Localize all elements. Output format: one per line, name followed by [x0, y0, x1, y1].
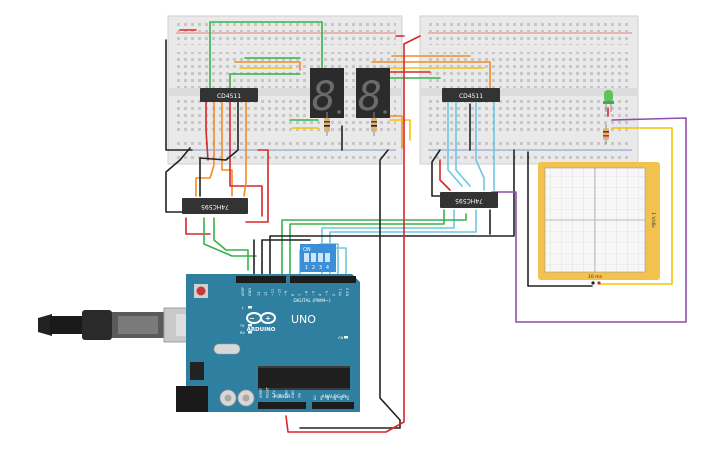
usb-cable	[38, 307, 201, 343]
power-pin-label-6: Vin	[297, 393, 301, 398]
arduino-logo: − +	[246, 312, 276, 324]
on-led-label: ON	[338, 336, 344, 340]
shift-register-right: 74HC595	[440, 192, 498, 208]
arduino-brand: ARDUINO	[247, 327, 276, 333]
power-header-label: POWER	[274, 394, 291, 400]
resistor-led	[603, 124, 609, 144]
dip-position-4: 4	[326, 265, 329, 271]
dip-position-3: 3	[319, 265, 322, 271]
analog-pin-label-2: A2	[326, 396, 330, 400]
shift-left-label: 74HC595	[201, 203, 229, 210]
green-led	[603, 90, 614, 112]
seven-segment-left: 8	[310, 68, 344, 120]
svg-text:+: +	[265, 315, 271, 323]
digital-pin-label-12: TX 1	[339, 288, 343, 297]
digital-pin-label-4: ~9	[284, 291, 288, 296]
seven-segment-right: 8	[356, 68, 390, 120]
analog-pin-label-3: A3	[333, 396, 337, 400]
dip-switch[interactable]: ON 1 2 3 4	[300, 244, 336, 272]
svg-text:−: −	[249, 315, 255, 323]
decoder-left-label: CD4511	[217, 93, 241, 100]
digital-pin-label-3: ~10	[277, 289, 281, 296]
digital-pin-label-11: 2	[332, 294, 336, 296]
breadboard-right	[419, 15, 639, 165]
power-pin-label-3: 5V	[278, 393, 282, 398]
arduino-uno-board: − + ARDUINO UNO L TX RX ON DIGITAL (PWM~…	[176, 274, 360, 412]
digital-pin-label-1: 12	[264, 292, 268, 296]
dip-position-1: 1	[305, 265, 308, 271]
digital-pin-label-6: 7	[298, 294, 302, 296]
dip-toggles[interactable]	[304, 253, 330, 262]
gnd-label: GND	[248, 288, 252, 296]
power-pin-label-2: 3.3V	[272, 390, 276, 398]
shift-right-label: 74HC595	[455, 197, 483, 204]
wires	[165, 21, 687, 433]
analog-pin-label-1: A1	[320, 396, 324, 400]
oscilloscope: 1 V/div 10 ms	[538, 162, 660, 285]
decoder-right-label: CD4511	[459, 93, 483, 100]
aref-label: AREF	[241, 287, 245, 296]
digital-pin-label-7: ~6	[305, 291, 309, 296]
digital-pin-label-13: RX 0	[345, 288, 349, 296]
analog-header-label: ANALOG IN	[321, 394, 346, 400]
analog-pin-label-5: A5	[346, 396, 350, 400]
resistor-right	[371, 112, 377, 136]
digital-pin-label-2: ~11	[271, 289, 275, 296]
scope-y-label: 1 V/div	[650, 212, 656, 228]
power-pin-label-4: GND	[285, 390, 289, 398]
tx-led-label: TX	[239, 324, 245, 328]
right-digit-value: 8	[358, 74, 382, 120]
left-digit-value: 8	[312, 74, 336, 120]
power-pin-label-0: IOREF	[259, 388, 263, 398]
power-pin-label-1: RESET	[265, 386, 269, 398]
arduino-model: UNO	[291, 313, 316, 326]
digital-header-label: DIGITAL (PWM~)	[293, 298, 331, 304]
resistor-left	[324, 112, 330, 136]
digital-pin-label-5: 8	[291, 294, 295, 296]
digital-pin-label-10: ~3	[325, 291, 329, 296]
digital-pin-label-8: ~5	[311, 291, 315, 296]
shift-register-left: 74HC595	[182, 198, 248, 214]
digital-pin-label-9: 4	[318, 294, 322, 296]
power-pin-label-5: GND	[291, 390, 295, 398]
digital-pin-label-0: 13	[257, 292, 261, 296]
rx-led-label: RX	[240, 331, 245, 335]
dip-position-2: 2	[312, 265, 315, 271]
decoder-chip-left: CD4511	[200, 88, 258, 102]
decoder-chip-right: CD4511	[442, 88, 500, 102]
analog-pin-label-4: A4	[339, 396, 343, 400]
analog-pin-label-0: A0	[313, 396, 317, 400]
l-led-label: L	[242, 306, 244, 310]
scope-x-label: 10 ms	[588, 274, 603, 280]
dip-on-label: ON	[303, 247, 311, 253]
